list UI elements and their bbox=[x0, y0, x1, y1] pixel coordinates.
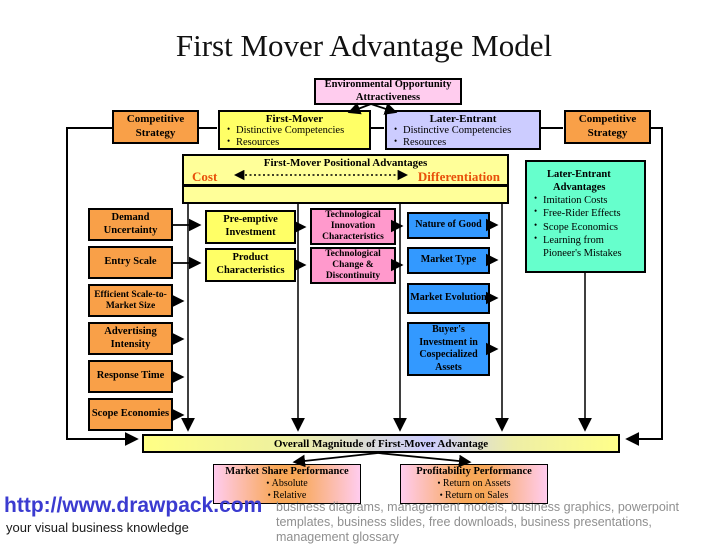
market-box-market-type: Market Type bbox=[407, 247, 490, 274]
competitive-strategy-label: Strategy bbox=[587, 127, 628, 139]
competitive-strategy-right-box: Competitive Strategy bbox=[564, 110, 651, 144]
market-share-title: Market Share Performance bbox=[225, 466, 349, 477]
differentiation-label: Differentiation bbox=[417, 169, 500, 184]
later-entrant-advantages-bullet: Scope Economics bbox=[533, 219, 642, 234]
divider bbox=[183, 184, 508, 187]
competitive-strategy-label: Competitive bbox=[578, 113, 637, 126]
later-entrant-title: Later-Entrant bbox=[429, 113, 497, 125]
later-entrant-advantages-bullet: Free-Rider Effects bbox=[533, 206, 642, 220]
strategy-box-preemptive-investment: Pre-emptive Investment bbox=[205, 210, 296, 244]
tech-box-change-discontinuity: Technological Change & Discontinuity bbox=[310, 247, 396, 284]
competitive-strategy-label: Competitive bbox=[126, 113, 185, 126]
later-entrant-advantages-title: Later-Entrant bbox=[547, 169, 611, 180]
competitive-strategy-label: Strategy bbox=[135, 127, 176, 139]
later-entrant-bullet: Distinctive Competencies bbox=[387, 124, 539, 137]
market-share-bullet: Absolute bbox=[214, 478, 360, 490]
cost-label: Cost bbox=[192, 169, 218, 184]
later-entrant-bullet: Resources bbox=[387, 136, 539, 149]
market-box-nature-of-good: Nature of Good bbox=[407, 212, 490, 239]
profitability-title: Profitability Performance bbox=[416, 466, 532, 477]
later-entrant-advantages-bullet: Learning from Pioneer's Mistakes bbox=[533, 233, 642, 260]
later-entrant-box: Later-Entrant Distinctive Competencies R… bbox=[385, 110, 541, 150]
driver-box-response-time: Response Time bbox=[88, 360, 173, 393]
first-mover-bullet: Resources bbox=[220, 136, 369, 149]
driver-box-entry-scale: Entry Scale bbox=[88, 246, 173, 279]
driver-box-scope-economies: Scope Economies bbox=[88, 398, 173, 431]
profitability-bullet: Return on Sales bbox=[401, 490, 547, 502]
env-box-line1: Environmental Opportunity bbox=[324, 78, 452, 90]
profitability-performance-box: Profitability Performance Return on Asse… bbox=[400, 464, 548, 504]
overall-magnitude-bar: Overall Magnitude of First-Mover Advanta… bbox=[142, 434, 620, 453]
market-share-performance-box: Market Share Performance Absolute Relati… bbox=[213, 464, 361, 504]
later-entrant-advantages-bullet: Imitation Costs bbox=[533, 193, 642, 207]
market-share-bullet: Relative bbox=[214, 490, 360, 502]
market-box-market-evolution: Market Evolution bbox=[407, 283, 490, 314]
footer-keywords: business diagrams, management models, bu… bbox=[276, 500, 679, 544]
driver-box-efficient-scale: Efficient Scale-to-Market Size bbox=[88, 284, 173, 317]
env-box-line2: Attractiveness bbox=[355, 91, 421, 103]
strategy-box-product-characteristics: Product Characteristics bbox=[205, 248, 296, 282]
positional-advantages-box: First-Mover Positional Advantages Cost D… bbox=[182, 154, 509, 204]
first-mover-box: First-Mover Distinctive Competencies Res… bbox=[218, 110, 371, 150]
first-mover-bullet: Distinctive Competencies bbox=[220, 124, 369, 137]
later-entrant-advantages-title: Advantages bbox=[553, 182, 606, 194]
footer-url-link[interactable]: http://www.drawpack.com bbox=[4, 494, 263, 517]
driver-box-advertising-intensity: Advertising Intensity bbox=[88, 322, 173, 355]
driver-arrow bbox=[171, 218, 202, 422]
competitive-strategy-left-box: Competitive Strategy bbox=[112, 110, 199, 144]
profitability-bullet: Return on Assets bbox=[401, 478, 547, 490]
market-box-buyers-investment: Buyer's Investment in Cospecialized Asse… bbox=[407, 322, 490, 376]
positional-advantages-title: First-Mover Positional Advantages bbox=[263, 157, 428, 169]
environmental-opportunity-box: Environmental Opportunity Attractiveness bbox=[314, 78, 462, 105]
footer-tagline: your visual business knowledge bbox=[6, 520, 189, 535]
performance-fork-arrow bbox=[292, 452, 472, 468]
first-mover-title: First-Mover bbox=[265, 113, 324, 125]
tech-box-innovation-characteristics: Technological Innovation Characteristics bbox=[310, 208, 396, 245]
page-title: First Mover Advantage Model bbox=[175, 28, 553, 63]
driver-box-demand-uncertainty: Demand Uncertainty bbox=[88, 208, 173, 241]
later-entrant-advantages-box: Later-Entrant Advantages Imitation Costs… bbox=[525, 160, 646, 273]
cost-differentiation-row: Cost Differentiation bbox=[184, 169, 507, 184]
